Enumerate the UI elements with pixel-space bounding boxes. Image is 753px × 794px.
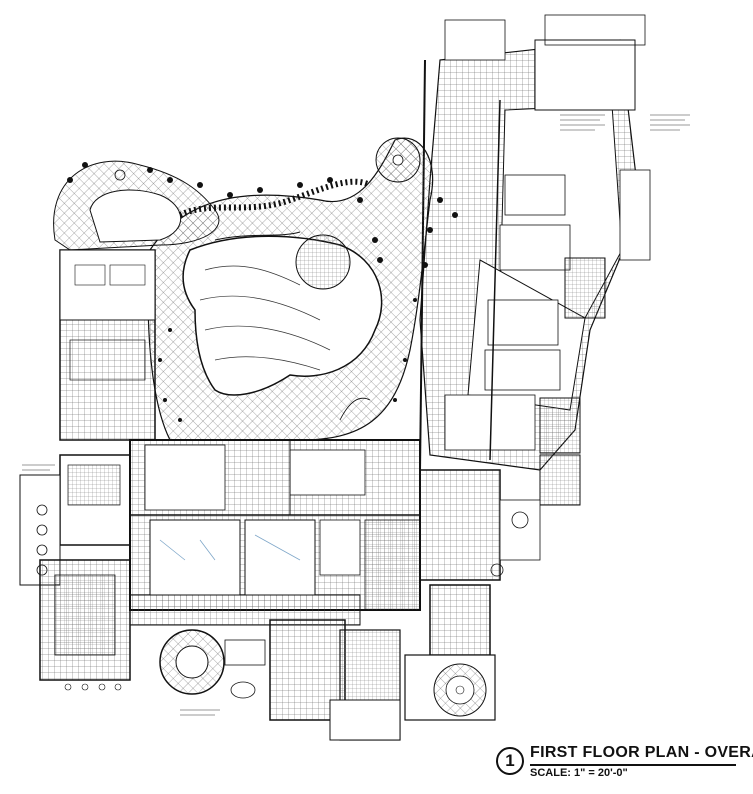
drawing-scale: SCALE: 1" = 20'-0" (530, 767, 628, 779)
south-rooms (159, 511, 529, 741)
pool-deck (147, 137, 434, 441)
title-underline (530, 764, 736, 766)
east-wing (419, 14, 651, 506)
west-wing (19, 249, 156, 691)
drawing-number: 1 (496, 747, 524, 775)
drawing-title: FIRST FLOOR PLAN - OVERALL (530, 744, 753, 761)
central-living-area (129, 439, 541, 626)
annotation-marks (22, 114, 690, 716)
drawing-title-block: 1 FIRST FLOOR PLAN - OVERALL SCALE: 1" =… (496, 744, 753, 784)
landscape-garden (53, 160, 458, 422)
